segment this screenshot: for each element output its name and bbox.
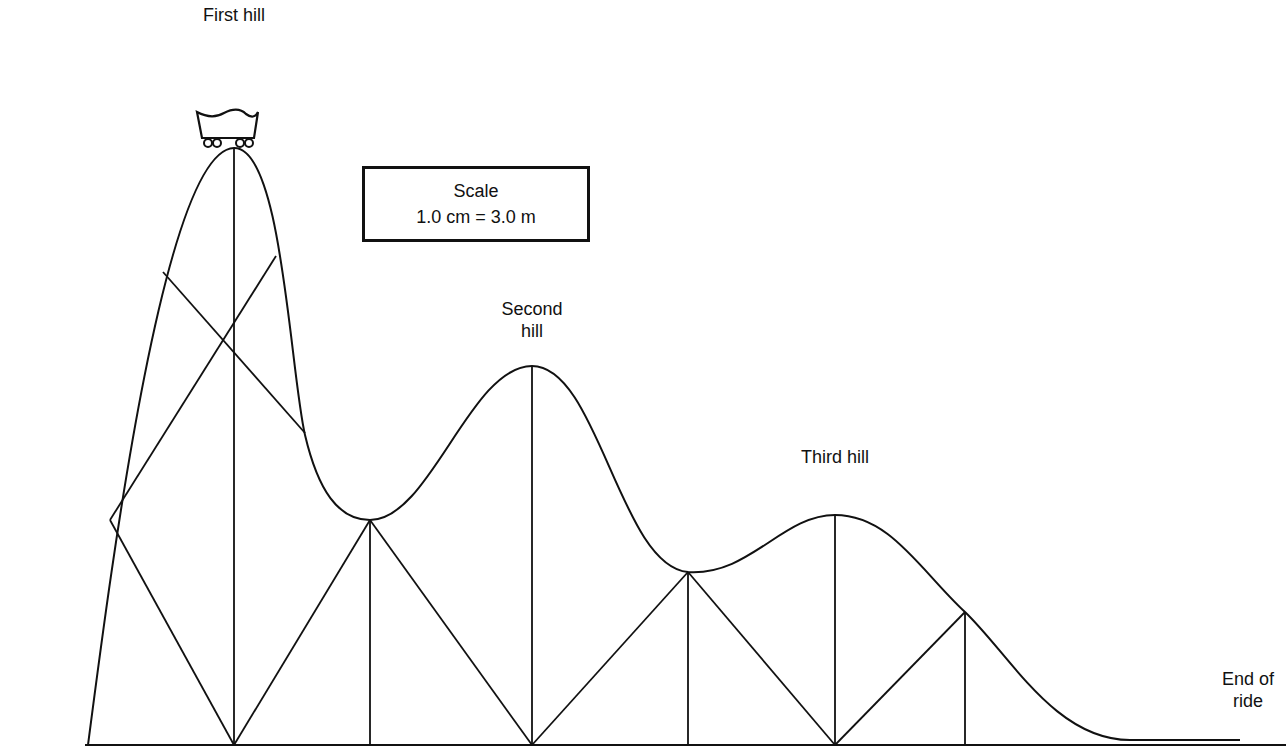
end-label: End of ride (1216, 668, 1280, 712)
scale-box: Scale1.0 cm = 3.0 m (362, 166, 590, 242)
scale-value: 1.0 cm = 3.0 m (375, 204, 577, 230)
hill-label: Third hill (800, 446, 870, 468)
ground-line (85, 744, 1286, 746)
coaster-track (88, 148, 1240, 745)
support-struts (110, 148, 965, 745)
hill-label: Second hill (492, 298, 572, 342)
hill-label: First hill (199, 4, 269, 26)
scale-heading: Scale (375, 178, 577, 204)
coaster-cart (197, 110, 258, 147)
